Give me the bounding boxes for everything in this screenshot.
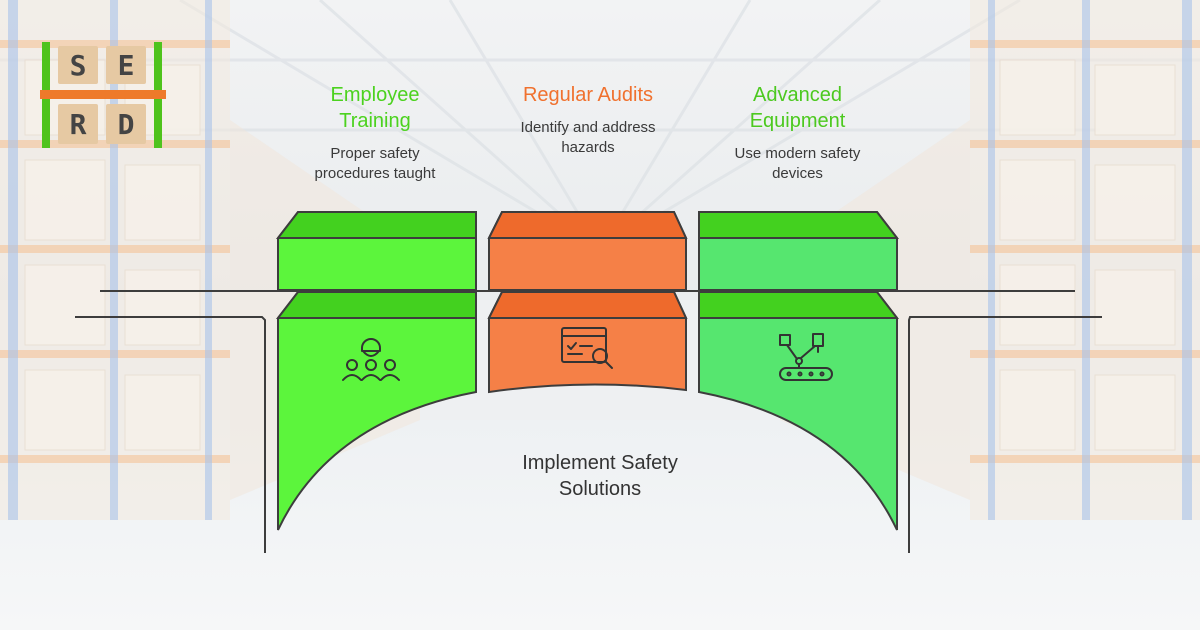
regular-audits-desc-line-2: hazards (561, 139, 615, 156)
serd-logo: S E R D (40, 42, 166, 148)
worker-group-icon (342, 338, 400, 381)
employee-training-desc-line-1: Proper safety (330, 145, 420, 162)
implement-safety-solutions-label: Implement Safety Solutions (470, 450, 730, 502)
arch-left-top (275, 291, 477, 319)
center-label-line-2: Solutions (558, 478, 642, 500)
top-block-advanced-equipment (698, 211, 900, 291)
column-regular-audits: Regular Audits Identify and address haza… (490, 82, 686, 158)
arch-left-piece (275, 291, 477, 531)
logo-tile-s: S (58, 46, 98, 84)
logo-letter-d: D (118, 108, 135, 141)
logo-letter-r: R (70, 108, 87, 141)
arch-right-top (698, 291, 900, 319)
arch-right-piece (698, 291, 900, 531)
logo-crossbar (40, 90, 166, 99)
employee-training-title-line-1: Employee (330, 84, 420, 106)
regular-audits-desc-line-1: Identify and address (520, 119, 656, 136)
regular-audits-description: Identify and address hazards (490, 118, 686, 158)
column-advanced-equipment: Advanced Equipment Use modern safety dev… (705, 82, 890, 184)
advanced-equipment-desc-line-1: Use modern safety (734, 145, 861, 162)
advanced-equipment-title-line-2: Equipment (749, 110, 846, 132)
logo-letter-e: E (118, 49, 135, 82)
employee-training-desc-line-2: procedures taught (314, 165, 436, 182)
audit-inspection-icon (561, 327, 613, 369)
employee-training-description: Proper safety procedures taught (285, 144, 465, 184)
column-employee-training: Employee Training Proper safety procedur… (285, 82, 465, 184)
arch-center-top (487, 291, 688, 319)
top-block-employee-training (275, 211, 477, 291)
arch-center-piece (487, 291, 688, 394)
logo-tile-e: E (106, 46, 146, 84)
regular-audits-title-line-1: Regular Audits (522, 84, 654, 106)
left-rail-line (75, 316, 266, 553)
center-label-line-1: Implement Safety (522, 452, 678, 474)
top-block-audits-top (487, 211, 688, 239)
advanced-equipment-title-line-1: Advanced (753, 84, 842, 106)
right-rail-line (908, 316, 1102, 553)
employee-training-title: Employee Training (285, 82, 465, 134)
advanced-equipment-title: Advanced Equipment (705, 82, 890, 134)
robotic-arm-conveyor-icon (779, 333, 833, 381)
employee-training-title-line-2: Training (339, 110, 411, 132)
top-block-employee-top (275, 211, 477, 239)
logo-tile-d: D (106, 104, 146, 144)
advanced-equipment-description: Use modern safety devices (705, 144, 890, 184)
arch-left-body (277, 291, 477, 531)
top-block-equipment-top (698, 211, 900, 239)
top-block-regular-audits (487, 211, 688, 291)
arch-right-body (698, 291, 898, 531)
advanced-equipment-desc-line-2: devices (772, 165, 823, 182)
regular-audits-title: Regular Audits (490, 82, 686, 108)
logo-letter-s: S (70, 49, 87, 82)
logo-tile-r: R (58, 104, 98, 144)
